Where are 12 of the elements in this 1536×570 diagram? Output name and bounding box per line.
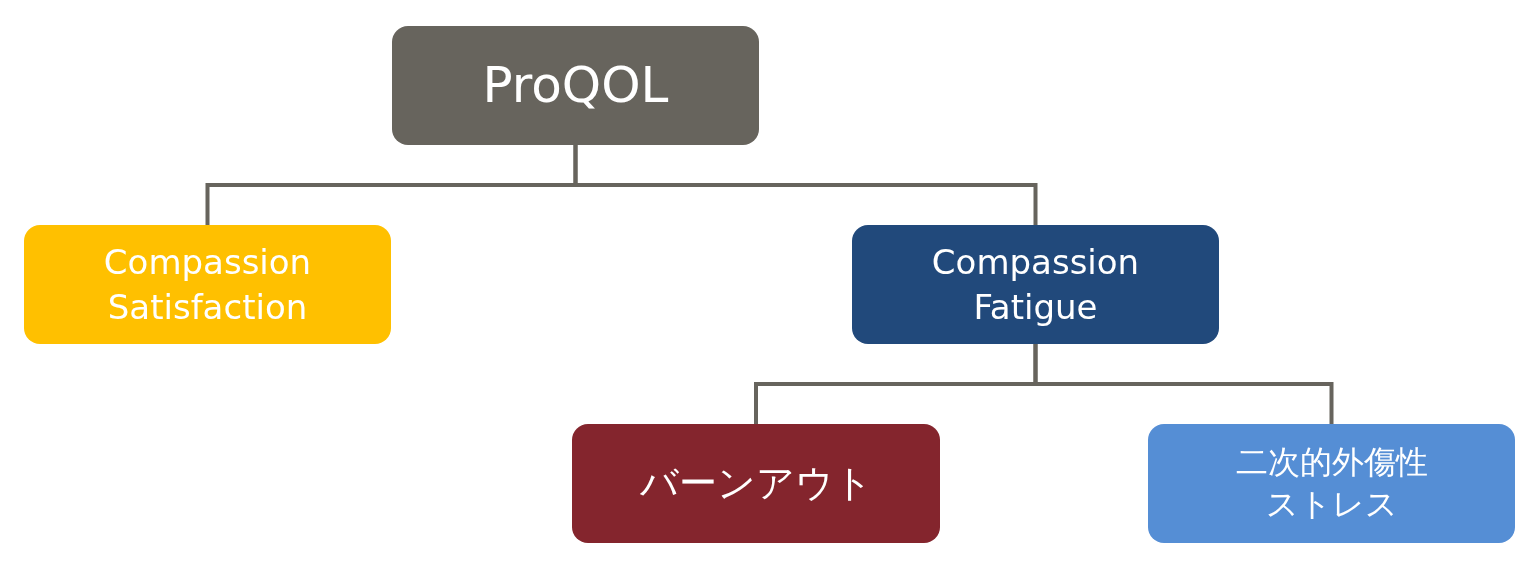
- category-box: [852, 225, 1219, 344]
- box-label: バーンアウト: [639, 459, 873, 507]
- category-box: [24, 225, 391, 344]
- category-box: [572, 424, 940, 543]
- category-box: [392, 26, 759, 145]
- box-label: 二次的外傷性ストレス: [1234, 441, 1429, 525]
- category-box: [1148, 424, 1515, 543]
- connector-line: [573, 145, 1038, 225]
- box-label: Compassion Satisfaction: [102, 241, 313, 329]
- connector-line: [1033, 344, 1334, 424]
- box-label: Compassion Fatigue: [930, 241, 1141, 329]
- box-label: ProQOL: [482, 55, 669, 116]
